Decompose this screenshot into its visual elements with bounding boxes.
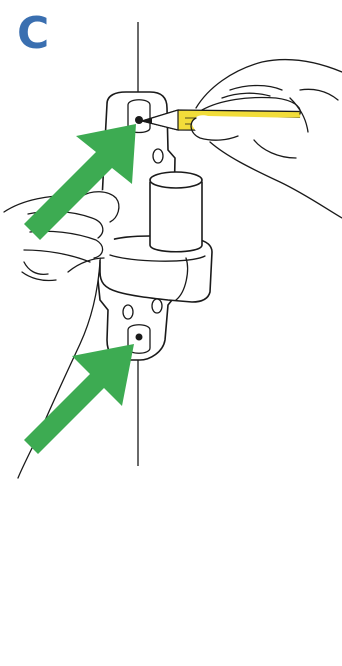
cylinder-post [149, 171, 203, 253]
hand-holding-pencil [190, 58, 342, 219]
arrow-lower-hole [24, 344, 134, 454]
bracket-collar [99, 235, 213, 303]
arrow-upper-hole [24, 124, 136, 240]
step-letter: C [17, 8, 50, 59]
hand-holding-bracket [0, 190, 120, 479]
